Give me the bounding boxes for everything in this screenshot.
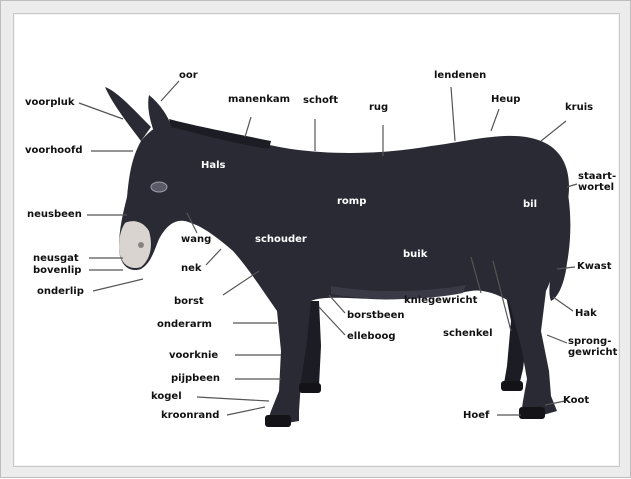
label-oor: oor bbox=[179, 70, 198, 81]
label-kroonrand: kroonrand bbox=[161, 410, 219, 421]
leader-elleboog bbox=[319, 307, 345, 335]
label-lendenen: lendenen bbox=[434, 70, 486, 81]
leader-lendenen bbox=[451, 87, 455, 141]
label-schenkel: schenkel bbox=[443, 328, 493, 339]
label-onderlip: onderlip bbox=[37, 286, 84, 297]
label-schoft: schoft bbox=[303, 95, 338, 106]
label-borstbeen: borstbeen bbox=[347, 310, 405, 321]
label-neusgat: neusgat bbox=[33, 253, 79, 264]
label-romp: romp bbox=[337, 196, 366, 207]
label-spronggewricht-1: sprong- bbox=[568, 336, 611, 347]
far-front-hoof bbox=[299, 383, 321, 393]
far-hind-hoof bbox=[501, 381, 523, 391]
label-hak: Hak bbox=[575, 308, 597, 319]
label-bovenlip: bovenlip bbox=[33, 265, 81, 276]
label-bil: bil bbox=[523, 199, 537, 210]
label-kruis: kruis bbox=[565, 102, 593, 113]
leader-nek bbox=[206, 249, 221, 265]
eye bbox=[151, 182, 167, 192]
leader-heup bbox=[491, 109, 499, 131]
label-nek: nek bbox=[181, 263, 202, 274]
label-heup: Heup bbox=[491, 94, 520, 105]
label-voorknie: voorknie bbox=[169, 350, 218, 361]
label-spronggewricht-2: gewricht bbox=[568, 347, 617, 358]
label-hals: Hals bbox=[201, 160, 226, 171]
label-onderarm: onderarm bbox=[157, 319, 212, 330]
leader-kruis bbox=[541, 121, 566, 141]
label-buik: buik bbox=[403, 249, 427, 260]
label-kniegewricht: kniegewricht bbox=[404, 295, 477, 306]
right-ear bbox=[148, 95, 173, 131]
label-voorhoofd: voorhoofd bbox=[25, 145, 83, 156]
label-elleboog: elleboog bbox=[347, 331, 395, 342]
label-pijpbeen: pijpbeen bbox=[171, 373, 220, 384]
leader-borst bbox=[223, 271, 259, 295]
front-hoof bbox=[265, 415, 291, 427]
leader-hak bbox=[553, 297, 573, 311]
label-manenkam: manenkam bbox=[228, 94, 290, 105]
label-voorpluk: voorpluk bbox=[25, 97, 75, 108]
leader-oor bbox=[161, 81, 179, 101]
muzzle bbox=[119, 221, 151, 268]
label-borst: borst bbox=[174, 296, 204, 307]
label-hoef: Hoef bbox=[463, 410, 489, 421]
leader-onderlip bbox=[93, 279, 143, 291]
label-wang: wang bbox=[181, 234, 211, 245]
leader-manenkam bbox=[245, 117, 251, 137]
label-kogel: kogel bbox=[151, 391, 182, 402]
label-kwast: Kwast bbox=[577, 261, 611, 272]
leader-spronggewricht bbox=[547, 335, 567, 343]
leader-kroonrand bbox=[227, 407, 265, 415]
leader-kogel bbox=[197, 397, 269, 401]
label-neusbeen: neusbeen bbox=[27, 209, 82, 220]
label-staartwortel-1: staart- bbox=[578, 171, 616, 182]
label-koot: Koot bbox=[563, 395, 589, 406]
label-rug: rug bbox=[369, 102, 388, 113]
hind-hoof bbox=[519, 407, 545, 419]
label-schouder: schouder bbox=[255, 234, 307, 245]
label-staartwortel-2: wortel bbox=[578, 182, 614, 193]
left-ear bbox=[105, 87, 151, 141]
nostril bbox=[138, 242, 144, 248]
